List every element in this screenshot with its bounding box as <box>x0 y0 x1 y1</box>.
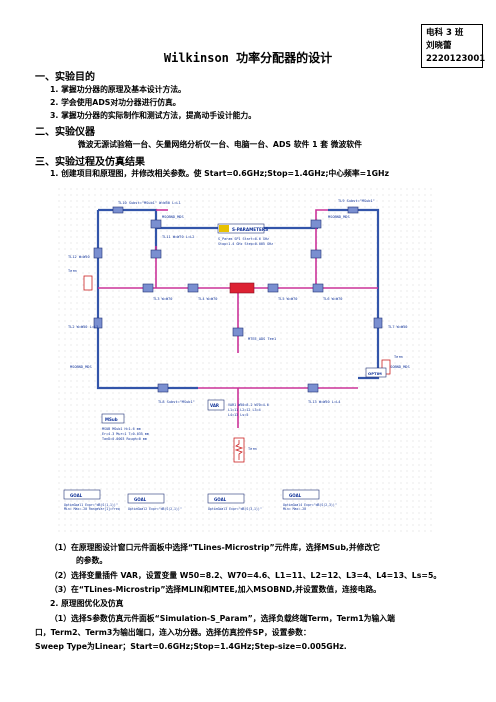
step-4: （1）选择S参数仿真元件面板“Simulation-S_Param”，选择负载终… <box>50 614 395 623</box>
step-4-continued: 口，Term2、Term3为输出端口，连入功分器。选择仿真控件SP，设置参数： <box>35 628 311 637</box>
goal-4-label: GOAL <box>289 493 302 498</box>
svg-text:TL12 W=W50: TL12 W=W50 <box>68 255 90 259</box>
objective-item-1: 1. 掌握功分器的原理及基本设计方法。 <box>50 85 186 94</box>
section-heading-instruments: 二、实验仪器 <box>35 127 95 138</box>
svg-text:Er=4.3 Mur=1 T=0.035 mm: Er=4.3 Mur=1 T=0.035 mm <box>102 432 149 436</box>
svg-text:TL8 Subst="MSub1": TL8 Subst="MSub1" <box>158 400 195 404</box>
instruments-text: 微波无源试验箱一台、矢量网络分析仪一台、电脑一台、ADS 软件 1 套 微波软件 <box>78 140 362 149</box>
svg-text:TL6 W=W70: TL6 W=W70 <box>323 297 342 301</box>
step-1: （1）在原理图设计窗口元件面板中选择“TLines-Microstrip”元件库… <box>50 543 381 552</box>
step-2: （2）选择变量插件 VAR，设置变量 W50=8.2、W70=4.6、L1=11… <box>50 571 442 580</box>
svg-text:VAR1 W50=8.2 W70=4.6: VAR1 W50=8.2 W70=4.6 <box>228 403 269 407</box>
svg-text:TL13 W=W50 L=L4: TL13 W=W50 L=L4 <box>308 400 340 404</box>
svg-text:OptimGoal3 Expr="dB(S(3,1))": OptimGoal3 Expr="dB(S(3,1))" <box>208 507 262 511</box>
svg-text:Min= Max=-20: Min= Max=-20 <box>283 507 306 511</box>
svg-text:TL11 W=W70 L=L2: TL11 W=W70 L=L2 <box>162 235 194 239</box>
term-2-label: Term <box>68 269 77 273</box>
svg-text:TL9 Subst="MSub1": TL9 Subst="MSub1" <box>338 199 375 203</box>
sweep-settings: Sweep Type为Linear；Start=0.6GHz;Stop=1.4G… <box>35 642 347 651</box>
term-3-label: Term <box>394 355 403 359</box>
svg-text:S_Param SP1 Start=0.6 GHz: S_Param SP1 Start=0.6 GHz <box>218 237 269 241</box>
goal-1-label: GOAL <box>70 493 83 498</box>
ads-schematic: TL10 Subst="MSub1" W=W50 L=L1 MSOBND_MDS… <box>58 188 434 535</box>
student-name: 刘晓蕾 <box>426 41 452 51</box>
svg-text:OptimGoal1 Expr="dB(S(1,1))": OptimGoal1 Expr="dB(S(1,1))" <box>64 503 118 507</box>
process-item-1: 1. 创建项目和原理图，并修改相关参数。使 Start=0.6GHz;Stop=… <box>50 169 390 178</box>
goal-3-label: GOAL <box>214 497 227 502</box>
svg-text:MSOBND_MDS: MSOBND_MDS <box>70 365 92 369</box>
goal-2-label: GOAL <box>134 497 147 502</box>
subsection-heading-optimize: 2. 原理图优化及仿真 <box>50 599 124 608</box>
objective-item-3: 3. 掌握功分器的实际制作和测试方法，提高动手设计能力。 <box>50 111 257 120</box>
step-1-continued: 的参数。 <box>76 556 108 565</box>
sparam-label: S-PARAMETERS <box>232 227 268 232</box>
svg-text:Stop=1.4 GHz Step=0.005 GHz: Stop=1.4 GHz Step=0.005 GHz <box>218 242 273 246</box>
svg-text:TL2 W=W50 L=L1: TL2 W=W50 L=L1 <box>68 325 98 329</box>
svg-text:OptimGoal4 Expr="dB(S(2,3))": OptimGoal4 Expr="dB(S(2,3))" <box>283 503 337 507</box>
student-number: 2220123001 <box>426 54 486 64</box>
page-title: Wilkinson 功率分配器的设计 <box>163 51 333 65</box>
svg-text:TL10 Subst="MSub1" W=W50 L=L1: TL10 Subst="MSub1" W=W50 L=L1 <box>118 201 181 205</box>
step-3: （3）在“TLines-Microstrip”选择MLIN和MTEE,加入MSO… <box>50 585 381 594</box>
svg-text:MSUB MSub1 H=1.6 mm: MSUB MSub1 H=1.6 mm <box>102 427 141 431</box>
svg-text:L4=13 Ls=5: L4=13 Ls=5 <box>228 413 248 417</box>
section-heading-process: 三、实验过程及仿真结果 <box>35 157 145 168</box>
svg-text:TL5 W=W70: TL5 W=W70 <box>278 297 297 301</box>
svg-text:TL7 W=W50: TL7 W=W50 <box>388 325 407 329</box>
term-1-label: Term <box>248 447 257 451</box>
svg-text:MSOBND_MDS: MSOBND_MDS <box>162 215 184 219</box>
svg-text:L1=11 L2=12 L3=4: L1=11 L2=12 L3=4 <box>228 408 261 412</box>
objective-item-2: 2. 学会使用ADS对功分器进行仿真。 <box>50 98 181 107</box>
svg-text:VAR: VAR <box>210 403 219 408</box>
svg-text:MTEE_ADS Tee1: MTEE_ADS Tee1 <box>248 337 276 341</box>
svg-text:TL3 W=W70: TL3 W=W70 <box>153 297 172 301</box>
svg-text:MSOBND_MDS: MSOBND_MDS <box>388 365 410 369</box>
svg-text:OptimGoal2 Expr="dB(S(2,1))": OptimGoal2 Expr="dB(S(2,1))" <box>128 507 182 511</box>
student-id-box: 电科 3 班 刘晓蕾 2220123001 <box>421 24 486 68</box>
optim-label: OPTIM <box>368 371 382 376</box>
svg-text:Min= Max=-20 RangeVar[1]=freq: Min= Max=-20 RangeVar[1]=freq <box>64 507 120 511</box>
svg-text:TanD=0.0003 Rough=0 mm: TanD=0.0003 Rough=0 mm <box>102 437 147 441</box>
schematic-drawing: TL10 Subst="MSub1" W=W50 L=L1 MSOBND_MDS… <box>58 188 434 535</box>
svg-text:MSOBND_MDS: MSOBND_MDS <box>328 215 350 219</box>
section-heading-objective: 一、实验目的 <box>35 72 95 83</box>
svg-text:TL4 W=W70: TL4 W=W70 <box>198 297 217 301</box>
class-label: 电科 3 班 <box>426 28 464 38</box>
msub-label: MSub <box>105 417 118 422</box>
